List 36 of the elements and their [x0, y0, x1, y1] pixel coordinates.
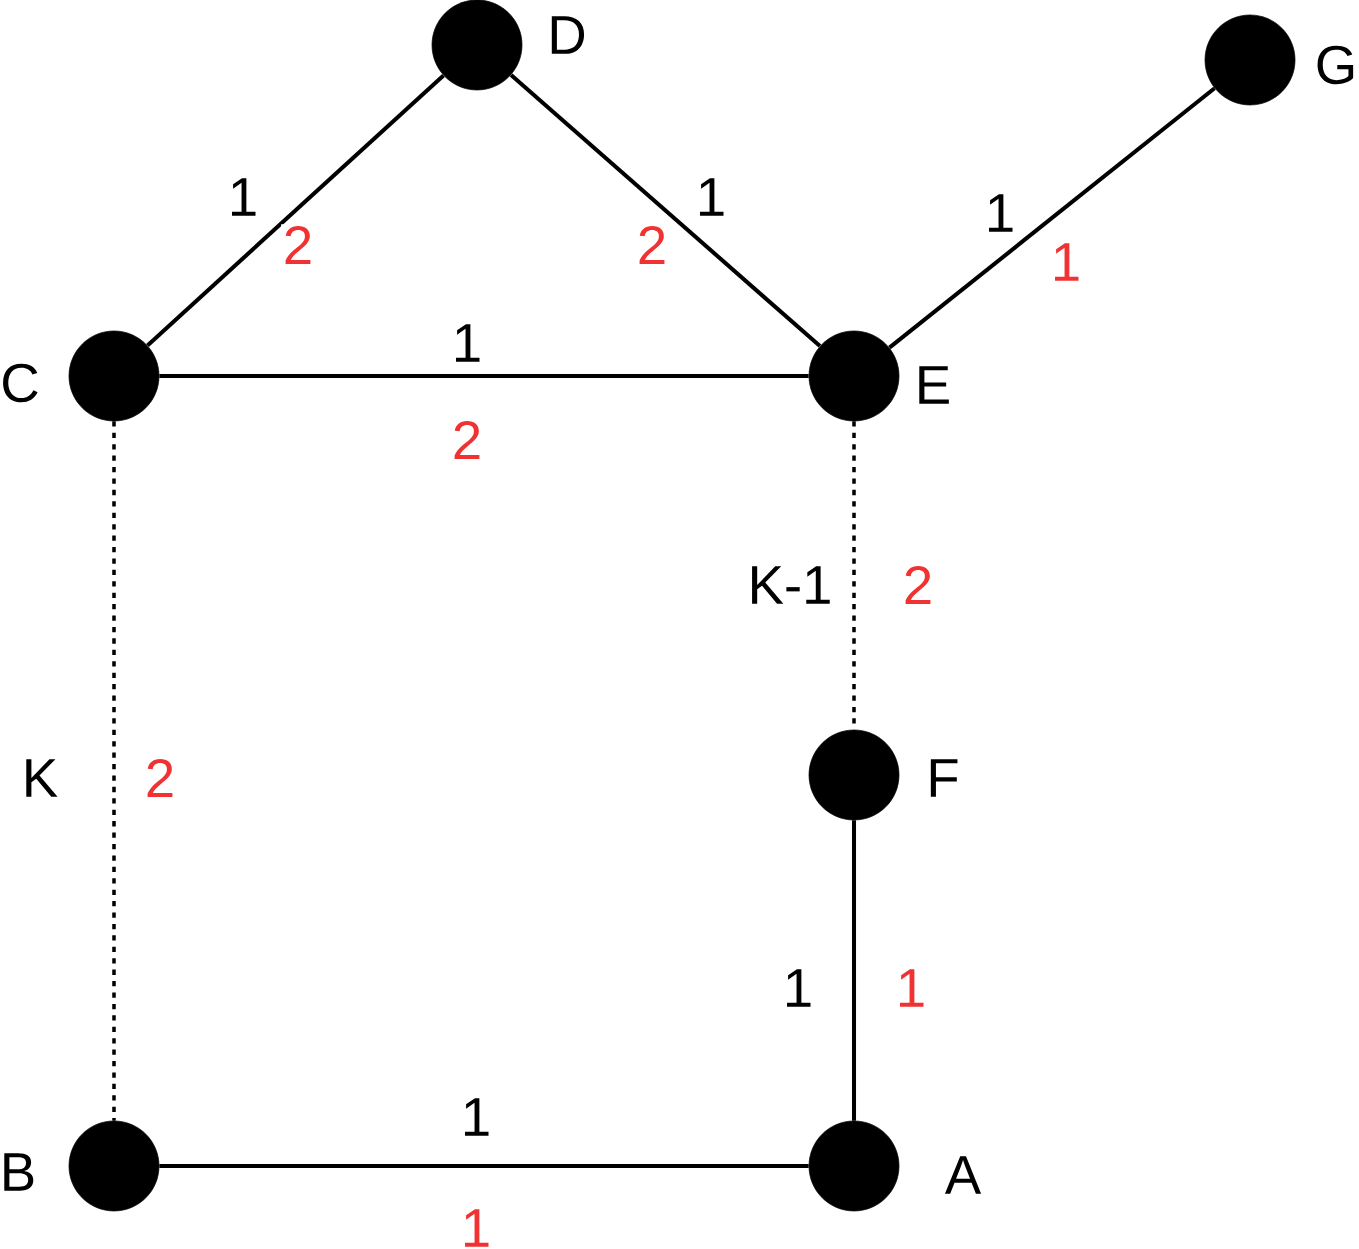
- edge-label: 1: [459, 1096, 493, 1138]
- edge-label: K: [20, 757, 60, 799]
- weight-label: 2: [143, 757, 177, 799]
- vertex-label: C: [3, 363, 38, 403]
- vertex-label: E: [919, 366, 949, 404]
- edge-label: 1: [694, 176, 728, 218]
- graph-edge: [509, 73, 822, 348]
- vertex-label: D: [551, 16, 585, 54]
- edge-label: 1: [226, 176, 260, 218]
- vertex-dot: [808, 330, 900, 422]
- vertex-label: G: [1317, 45, 1354, 85]
- weight-label: 2: [635, 224, 669, 266]
- edge-label: 1: [781, 967, 815, 1009]
- vertex-dot: [808, 729, 900, 821]
- vertex-label: A: [944, 1156, 982, 1194]
- edge-label: K-1: [745, 564, 835, 606]
- vertex-dot: [68, 330, 160, 422]
- vertex-dot: [1204, 14, 1296, 106]
- vertex-label: B: [4, 1153, 34, 1191]
- graph-edge: [852, 820, 857, 1121]
- weight-label: 1: [459, 1207, 493, 1249]
- weight-label: 2: [901, 564, 935, 606]
- graph-edge: [146, 74, 445, 347]
- weight-label: 2: [281, 224, 315, 266]
- weight-label: 2: [450, 419, 484, 461]
- graph-edge: [159, 373, 809, 378]
- weight-label: 1: [1049, 241, 1083, 283]
- vertex-dot: [68, 1120, 160, 1212]
- vertex-label: F: [930, 759, 958, 797]
- vertex-dot: [808, 1120, 900, 1212]
- weight-label: 1: [894, 967, 928, 1009]
- graph-edge: [888, 86, 1216, 350]
- graph-edge: [159, 1163, 809, 1168]
- edge-label: 1: [450, 322, 484, 364]
- edge-label: 1: [983, 192, 1017, 234]
- graph-edge: [112, 421, 116, 1121]
